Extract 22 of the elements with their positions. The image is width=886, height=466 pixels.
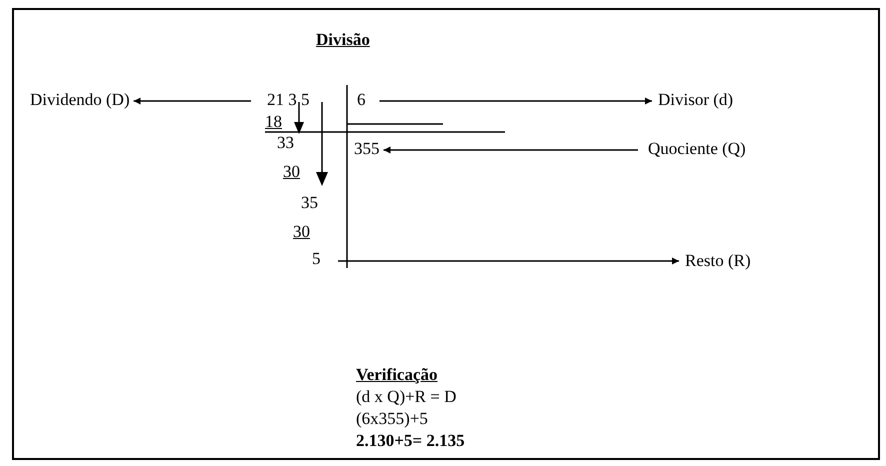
step-number: 33	[277, 133, 294, 153]
arrow	[338, 258, 679, 264]
verification-line: (d x Q)+R = D	[356, 387, 456, 407]
verification-line: 2.130+5= 2.135	[356, 431, 465, 451]
step-number: 30	[283, 162, 300, 182]
title: Divisão	[316, 30, 370, 50]
term-text: Dividendo (D)	[30, 90, 130, 110]
arrow	[380, 98, 652, 104]
term-text: Divisor (d)	[658, 90, 734, 110]
arrow	[134, 98, 251, 104]
verification-line: Verificação	[356, 365, 438, 385]
term-text: 6	[357, 90, 366, 110]
term-text: Quociente (Q)	[648, 139, 746, 159]
term-text: 21 3 5	[267, 90, 310, 110]
term-text: 5	[312, 249, 320, 269]
arrow	[384, 146, 638, 154]
term-text: 355	[354, 139, 380, 159]
step-number: 18	[265, 112, 282, 132]
verification-line: (6x355)+5	[356, 409, 428, 429]
step-number: 30	[293, 222, 310, 242]
term-text: Resto (R)	[685, 251, 751, 271]
step-number: 35	[301, 193, 318, 213]
